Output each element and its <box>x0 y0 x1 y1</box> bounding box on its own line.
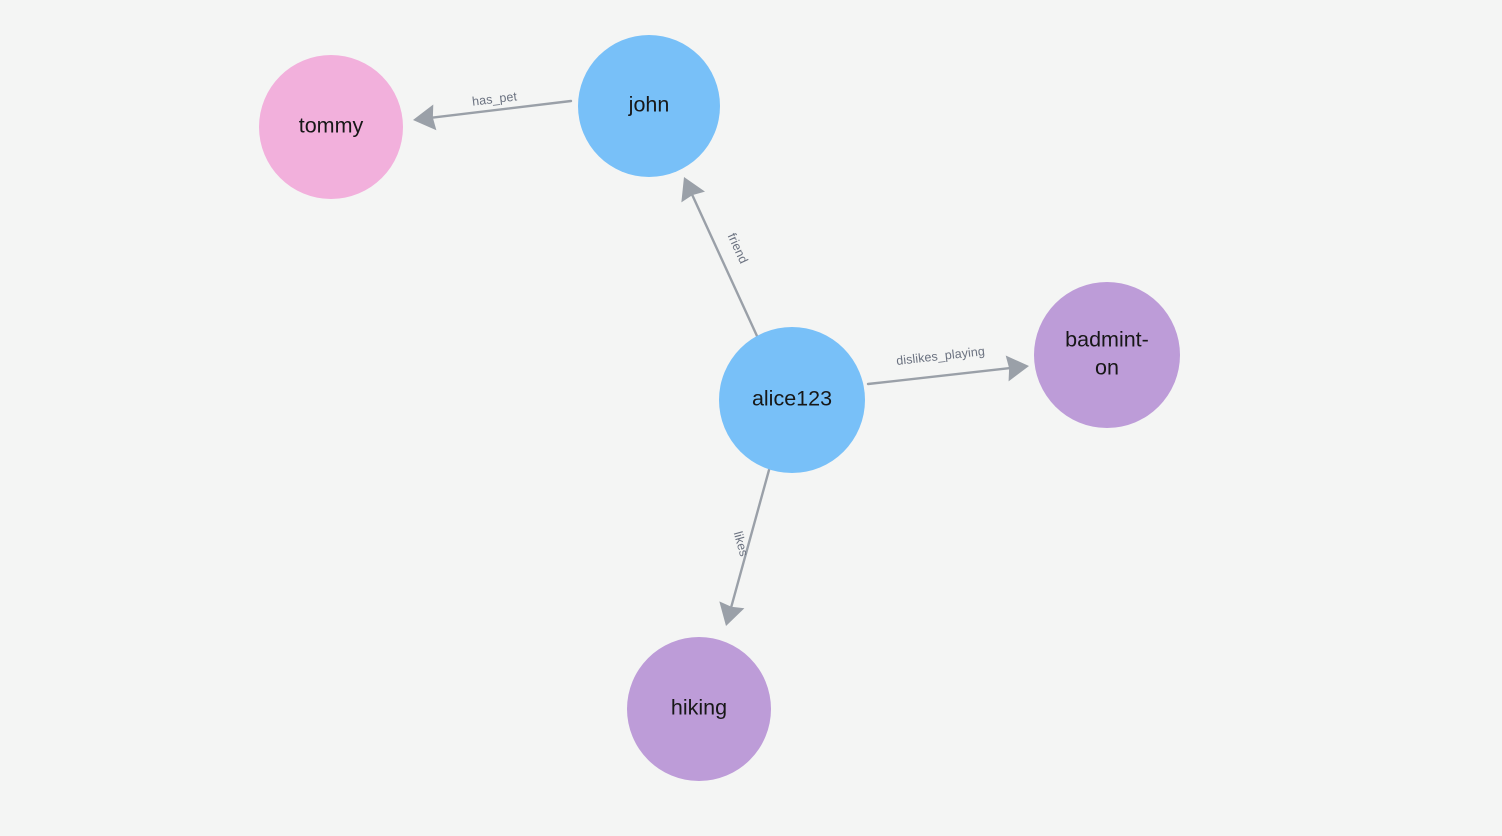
edge-line <box>430 99 573 119</box>
node-circle[interactable] <box>1034 282 1180 428</box>
graph-node-badminton[interactable]: badmint-on <box>1034 282 1180 428</box>
edge-line <box>690 193 759 338</box>
node-circle[interactable] <box>259 55 403 199</box>
edge-label: friend <box>725 231 751 266</box>
node-circle[interactable] <box>719 327 865 473</box>
edge-arrowhead-icon <box>1005 355 1029 382</box>
graph-edge[interactable]: likes <box>719 468 771 626</box>
node-circle[interactable] <box>578 35 720 177</box>
edge-line <box>729 468 771 609</box>
edge-arrowhead-icon <box>413 104 437 131</box>
node-circle[interactable] <box>627 637 771 781</box>
graph-edge[interactable]: friend <box>681 177 759 338</box>
graph-edge[interactable]: has_pet <box>413 89 573 131</box>
graph-node-tommy[interactable]: tommy <box>259 55 403 199</box>
edge-label: has_pet <box>471 89 518 108</box>
graph-node-alice123[interactable]: alice123 <box>719 327 865 473</box>
node-layer: tommy john alice123 badmint-on hiking <box>259 35 1180 781</box>
graph-node-hiking[interactable]: hiking <box>627 637 771 781</box>
edge-line <box>866 366 1012 386</box>
edge-label: likes <box>731 530 751 558</box>
edge-label: dislikes_playing <box>895 344 985 368</box>
edge-arrowhead-icon <box>719 601 745 626</box>
graph-node-john[interactable]: john <box>578 35 720 177</box>
graph-edge[interactable]: dislikes_playing <box>866 344 1029 386</box>
edge-arrowhead-icon <box>681 177 705 203</box>
